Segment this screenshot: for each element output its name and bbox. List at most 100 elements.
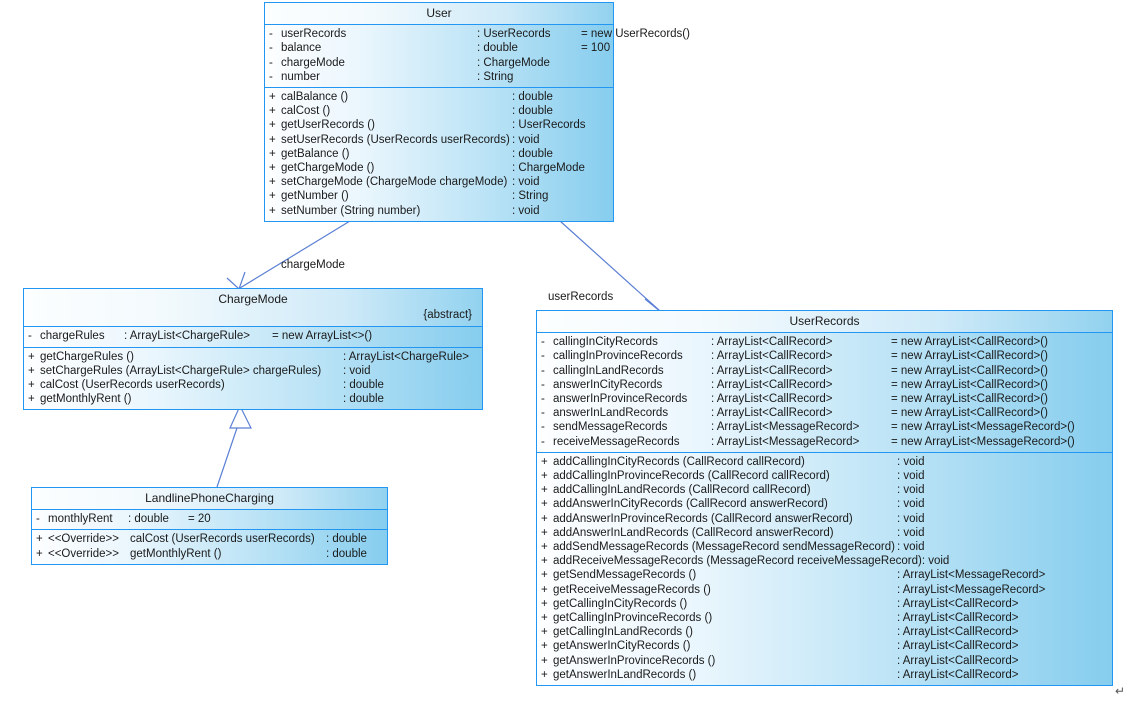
method-row: + setChargeRules (ArrayList<ChargeRule> … [24,364,482,378]
class-name-userrecords: UserRecords [789,314,860,328]
method-name: setChargeMode (ChargeMode chargeMode) [281,176,508,189]
method-return-type: : void [512,176,540,189]
generalization-chargemode [216,404,252,488]
method-row: + getAnswerInLandRecords () : ArrayList<… [537,668,1112,682]
attribute-default: = new ArrayList<CallRecord>() [891,350,1048,363]
method-name: calCost (UserRecords userRecords) [130,533,315,546]
method-return-type: : void [897,541,925,554]
edge-label-chargemode: chargeMode [281,259,345,271]
visibility-marker: + [541,626,548,639]
visibility-marker: + [541,654,548,667]
class-box-landlinephonecharging[interactable]: LandlinePhoneCharging - monthlyRent : do… [31,487,388,565]
class-attributes-landlinephonecharging: - monthlyRent : double = 20 [32,510,387,529]
method-return-type: : ChargeMode [512,162,585,175]
visibility-marker: + [541,541,548,554]
attribute-name: chargeMode [281,56,345,69]
visibility-marker: + [269,162,276,175]
method-name: setUserRecords (UserRecords userRecords) [281,133,510,146]
visibility-marker: + [269,190,276,203]
method-return-type: : UserRecords [512,119,586,132]
attribute-type: : UserRecords [477,28,551,41]
method-return-type: : ArrayList<CallRecord> [897,654,1019,667]
visibility-marker: + [269,204,276,217]
method-name: getChargeRules () [40,350,134,363]
method-name: getAnswerInCityRecords () [553,640,691,653]
class-box-userrecords[interactable]: UserRecords - callingInCityRecords : Arr… [536,310,1113,687]
method-row: + <<Override>> getMonthlyRent () : doubl… [32,547,387,561]
visibility-marker: + [28,350,35,363]
method-row: + getCallingInCityRecords () : ArrayList… [537,597,1112,611]
attribute-row: - monthlyRent : double = 20 [32,512,387,526]
method-return-type: : ArrayList<ChargeRule> [343,350,469,363]
method-row: + addReceiveMessageRecords (MessageRecor… [537,554,1112,568]
visibility-marker: + [541,612,548,625]
class-header-landlinephonecharging: LandlinePhoneCharging [32,488,387,511]
attribute-row: - receiveMessageRecords : ArrayList<Mess… [537,435,1112,449]
method-row: + getReceiveMessageRecords () : ArrayLis… [537,583,1112,597]
visibility-marker: + [541,569,548,582]
attribute-row: - callingInLandRecords : ArrayList<CallR… [537,364,1112,378]
attribute-name: sendMessageRecords [553,421,668,434]
method-name: calBalance () [281,91,349,104]
method-return-type: : void [897,526,925,539]
method-name: getUserRecords () [281,119,375,132]
attribute-row: - chargeMode : ChargeMode [265,56,613,70]
method-return-type: : double [512,147,553,160]
method-row: + addCallingInLandRecords (CallRecord ca… [537,483,1112,497]
method-name: getChargeMode () [281,162,375,175]
class-methods-user: + calBalance () : double + calCost () : … [265,87,613,221]
method-return-type: : double [343,393,384,406]
attribute-type: : ArrayList<CallRecord> [711,393,833,406]
method-row: + getChargeRules () : ArrayList<ChargeRu… [24,350,482,364]
attribute-name: callingInLandRecords [553,364,664,377]
visibility-marker: - [541,421,545,434]
method-return-type: : void [897,470,925,483]
attribute-type: : ArrayList<CallRecord> [711,350,833,363]
class-attributes-userrecords: - callingInCityRecords : ArrayList<CallR… [537,333,1112,452]
attribute-default: = new UserRecords() [581,28,690,41]
method-return-type: : ArrayList<CallRecord> [897,668,1019,681]
visibility-marker: - [541,336,545,349]
visibility-marker: + [269,133,276,146]
method-row: + getCallingInProvinceRecords () : Array… [537,611,1112,625]
method-return-type: : void [921,555,950,568]
attribute-type: : String [477,70,514,83]
visibility-marker: + [36,547,43,560]
attribute-row: - chargeRules : ArrayList<ChargeRule> = … [24,329,482,343]
method-name: getReceiveMessageRecords () [553,583,711,596]
visibility-marker: - [541,378,545,391]
method-return-type: : ArrayList<CallRecord> [897,612,1019,625]
method-row: + getBalance () : double [265,147,613,161]
class-attributes-user: - userRecords : UserRecords = new UserRe… [265,25,690,87]
method-name: setChargeRules (ArrayList<ChargeRule> ch… [40,364,322,377]
visibility-marker: - [269,56,273,69]
attribute-default: = 20 [188,513,211,526]
method-row: + getCallingInLandRecords () : ArrayList… [537,625,1112,639]
attribute-type: : ChargeMode [477,56,550,69]
attribute-row: - answerInProvinceRecords : ArrayList<Ca… [537,392,1112,406]
method-name: getNumber () [281,190,349,203]
attribute-type: : ArrayList<CallRecord> [711,407,833,420]
attribute-default: = new ArrayList<CallRecord>() [891,393,1048,406]
class-header-user: User [265,3,613,26]
class-attributes-chargemode: - chargeRules : ArrayList<ChargeRule> = … [24,327,482,346]
visibility-marker: + [541,555,548,568]
method-row: + <<Override>> calCost (UserRecords user… [32,532,387,546]
attribute-name: userRecords [281,28,347,41]
class-name-user: User [426,6,452,20]
method-name: getCallingInProvinceRecords () [553,612,713,625]
attribute-default: = new ArrayList<CallRecord>() [891,378,1048,391]
attribute-row: - callingInCityRecords : ArrayList<CallR… [537,335,1112,349]
method-name: addCallingInLandRecords (CallRecord call… [553,484,811,497]
class-methods-userrecords: + addCallingInCityRecords (CallRecord ca… [537,451,1112,685]
paragraph-mark: ↵ [1115,684,1126,698]
attribute-default: = new ArrayList<MessageRecord>() [891,421,1075,434]
class-box-user[interactable]: User - userRecords : UserRecords = new U… [264,2,690,222]
method-name: getMonthlyRent () [40,393,132,406]
visibility-marker: - [541,350,545,363]
visibility-marker: + [28,393,35,406]
method-return-type: : double [512,91,553,104]
visibility-marker: + [269,105,276,118]
class-box-chargemode[interactable]: ChargeMode {abstract} - chargeRules : Ar… [23,288,483,411]
attribute-name: chargeRules [40,330,105,343]
